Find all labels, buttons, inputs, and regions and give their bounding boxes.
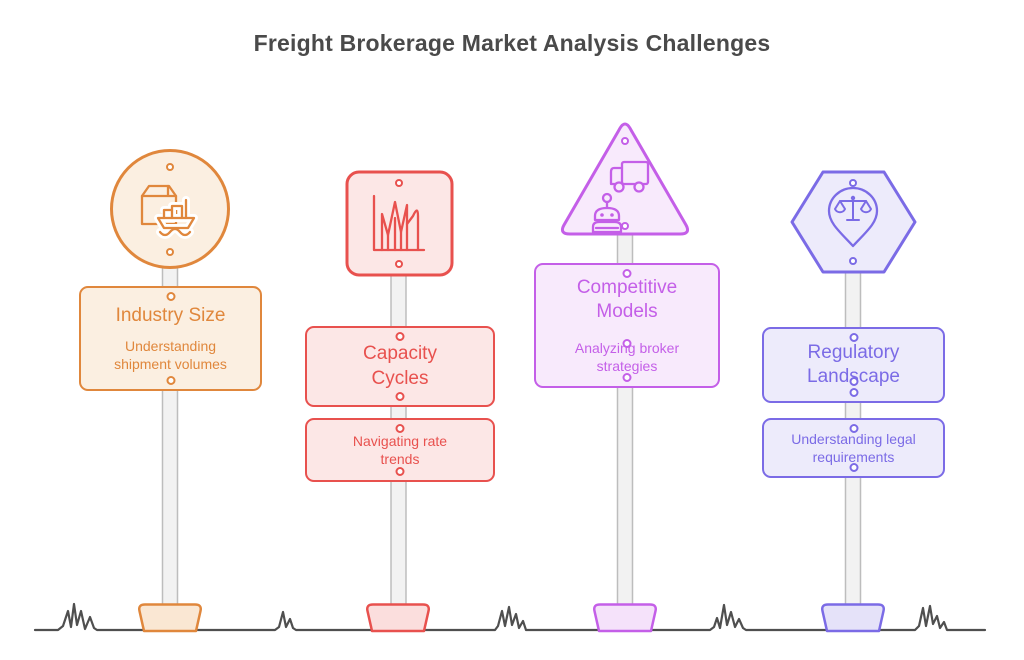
sign-capacity-cycles: Capacity Cycles	[305, 326, 495, 407]
sign-competitive-models: Competitive Models Analyzing broker stra…	[534, 263, 720, 388]
sign-title: Competitive Models	[576, 276, 678, 322]
sign-subtitle: Navigating rate trends	[352, 432, 448, 467]
page-title: Freight Brokerage Market Analysis Challe…	[253, 30, 771, 56]
scales-pin-icon	[827, 186, 879, 248]
shape-circle-industry	[110, 149, 230, 269]
screw-icon	[395, 332, 405, 341]
sign-subtitle: Understanding shipment volumes	[114, 337, 227, 373]
signpost-posts	[161, 219, 862, 607]
screw-icon	[622, 373, 632, 382]
base-2	[366, 603, 430, 633]
screw-icon	[166, 292, 175, 301]
sign-industry-size: Industry Size Understanding shipment vol…	[79, 286, 262, 391]
screw-icon	[622, 269, 632, 278]
signpost-bases	[138, 603, 885, 633]
package-ship-icon	[140, 184, 198, 239]
screw-icon	[395, 392, 405, 401]
base-1	[138, 603, 202, 633]
screw-icon	[166, 376, 175, 385]
rate-chart-icon	[372, 194, 426, 252]
screw-icon	[395, 424, 405, 433]
base-3	[593, 603, 657, 633]
shape-triangle-competitive	[561, 122, 689, 236]
sign-regulatory-landscape: Regulatory Landscape	[762, 327, 945, 403]
sign-subtitle: Understanding legal requirements	[791, 430, 916, 465]
sign-understanding-legal: Understanding legal requirements	[762, 418, 945, 478]
shape-hexagon-regulatory	[790, 170, 917, 274]
screw-icon	[849, 463, 858, 472]
screw-icon	[849, 424, 858, 433]
screw-icon	[849, 333, 858, 342]
screw-icon	[395, 467, 405, 476]
screw-icon	[622, 339, 632, 348]
sign-title: Regulatory Landscape	[807, 341, 900, 387]
screw-icon	[849, 377, 858, 386]
sign-title: Industry Size	[115, 304, 226, 326]
ground-grass-line	[33, 602, 987, 632]
sign-navigating-rate-trends: Navigating rate trends	[305, 418, 495, 482]
shape-square-capacity	[345, 170, 454, 277]
sign-title: Capacity Cycles	[363, 343, 437, 389]
truck-robot-icon	[591, 160, 650, 234]
base-4	[821, 603, 885, 633]
screw-icon	[849, 388, 858, 397]
